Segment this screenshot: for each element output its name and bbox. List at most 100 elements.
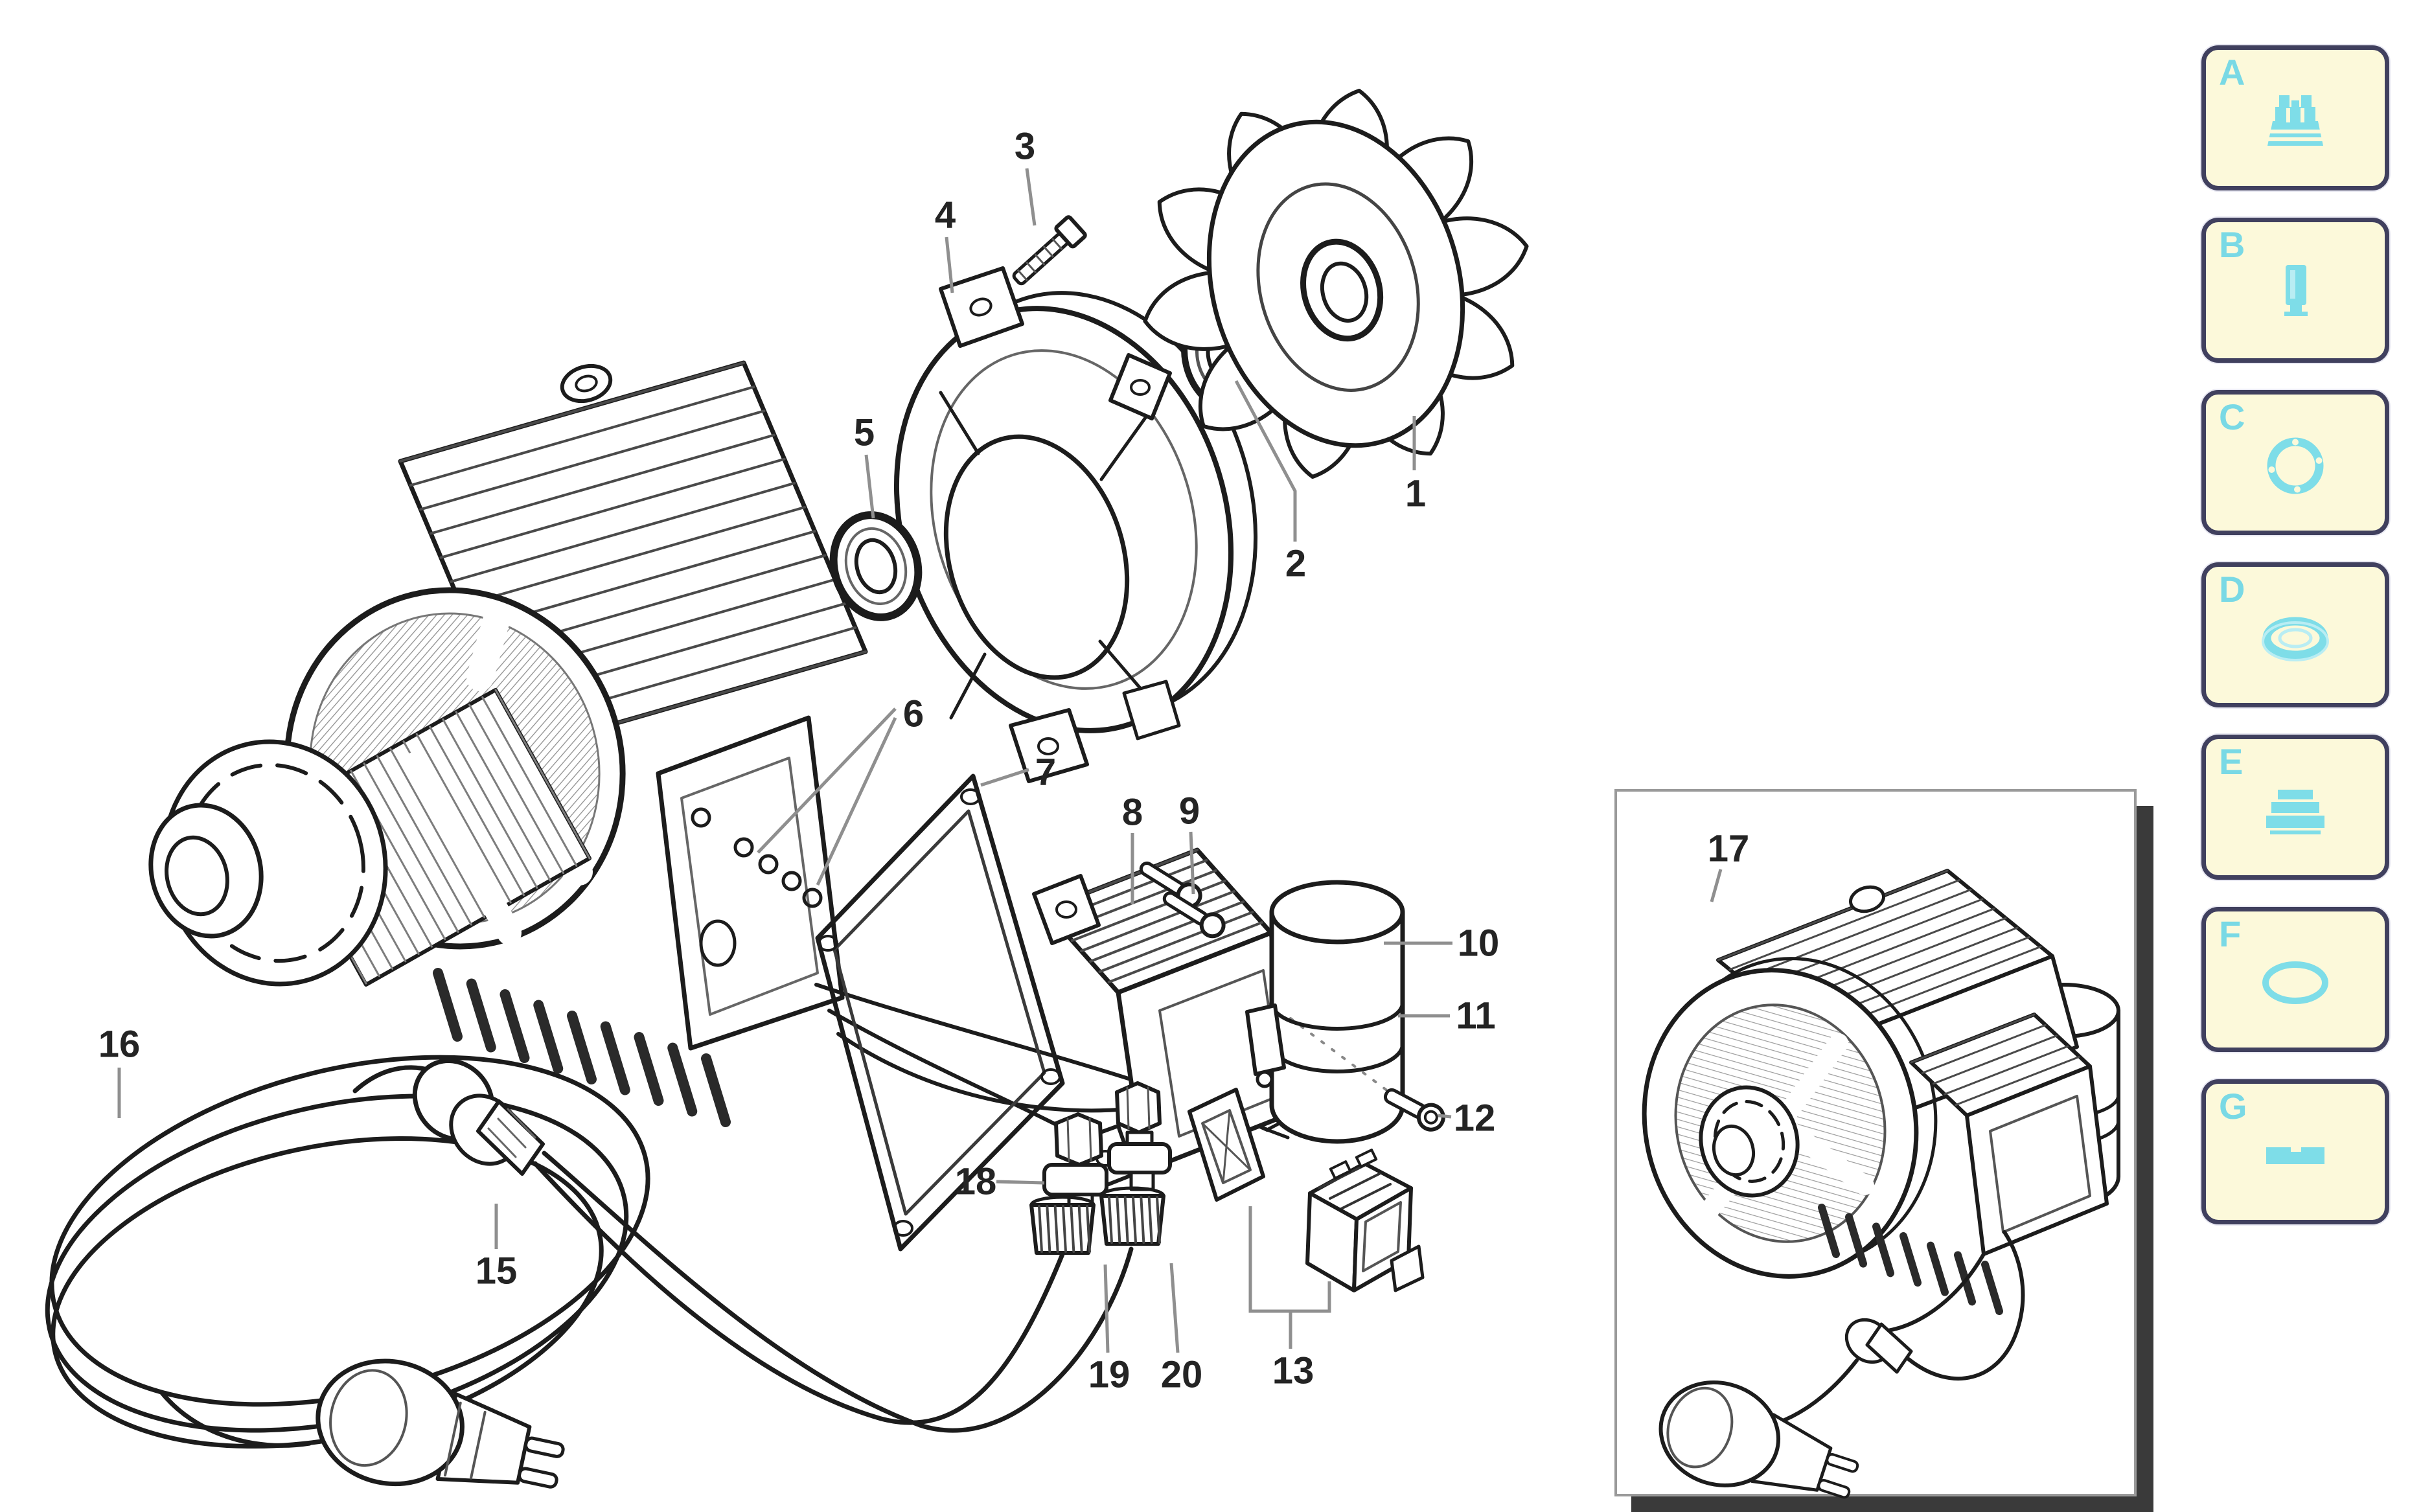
fin-line: [389, 748, 486, 919]
fin-line: [1116, 1196, 1121, 1244]
fin-line: [1955, 1056, 2080, 1106]
fin-line: [1098, 911, 1254, 973]
fin-line: [450, 481, 796, 583]
shroud-bolt: [1012, 215, 1087, 286]
fin-line: [634, 1032, 664, 1106]
fan-wheel: [1143, 89, 1529, 479]
sidebar-item-a[interactable]: A: [2201, 45, 2389, 190]
fin-line: [600, 1021, 630, 1095]
leader-line-part-12: [1438, 1114, 1452, 1119]
fin-line: [1932, 1035, 2058, 1085]
fin-line: [409, 385, 755, 487]
tile-letter: B: [2219, 224, 2245, 265]
fin-line: [1086, 1205, 1091, 1253]
part-label-10[interactable]: 10: [1458, 922, 1500, 965]
part-label-19[interactable]: 19: [1088, 1354, 1130, 1396]
fin-line: [363, 762, 459, 934]
capacitor-icon: [2284, 265, 2308, 317]
fin-line: [1107, 921, 1263, 983]
part-label-16[interactable]: 16: [98, 1024, 141, 1066]
part-label-13[interactable]: 13: [1272, 1350, 1314, 1392]
fin-line: [1070, 1205, 1075, 1253]
tile-letter: E: [2219, 741, 2244, 782]
part-label-1[interactable]: 1: [1405, 473, 1426, 515]
leader-line-part-17: [1710, 869, 1723, 902]
sidebar-item-g[interactable]: G: [2201, 1079, 2389, 1224]
fin-line: [567, 1011, 597, 1084]
fin-line: [1026, 261, 1037, 273]
bearing-icon: [2262, 617, 2329, 662]
part-label-3[interactable]: 3: [1015, 126, 1035, 168]
cord-to-gland: [352, 1065, 433, 1094]
fin-line: [430, 433, 775, 535]
part-label-17[interactable]: 17: [1708, 828, 1750, 870]
key-bar-icon: [2266, 1147, 2324, 1165]
bottom-fins: [433, 968, 731, 1127]
fin-line: [1089, 900, 1245, 963]
wires-to-fittings: [533, 1151, 1134, 1433]
sidebar-item-d[interactable]: D: [2201, 562, 2389, 707]
part-label-5[interactable]: 5: [854, 412, 875, 454]
fin-line: [1077, 1205, 1083, 1253]
fin-line: [415, 733, 512, 904]
part-label-4[interactable]: 4: [935, 194, 956, 236]
leader-line-part-7: [980, 768, 1029, 787]
bearing: [829, 511, 923, 621]
shroud-foot: [1122, 680, 1181, 740]
tile-letter: A: [2219, 52, 2245, 93]
terminal-screw: [733, 837, 754, 858]
fin-line: [1318, 1162, 1370, 1189]
fin-line: [1051, 238, 1062, 250]
fitting-collar: [1107, 1142, 1172, 1174]
part-label-7[interactable]: 7: [1035, 751, 1056, 794]
part-label-12[interactable]: 12: [1454, 1097, 1496, 1140]
tile-letter: F: [2219, 913, 2242, 954]
leader-line-part-20: [1169, 1263, 1180, 1353]
fin-line: [1062, 1205, 1067, 1253]
sidebar-item-e[interactable]: E: [2201, 735, 2389, 880]
fin-line: [1108, 1196, 1113, 1244]
leader-line-part-6: [757, 707, 897, 854]
fin-line: [1123, 1196, 1129, 1244]
fin-line: [1034, 253, 1046, 266]
fin-line: [667, 1042, 698, 1117]
assembled-motor-view: [1642, 869, 2120, 1499]
leader-line-part-3: [1025, 168, 1037, 226]
fitting-collar: [1042, 1163, 1108, 1197]
fin-line: [481, 696, 578, 867]
part-label-6[interactable]: 6: [903, 693, 924, 735]
capacitor: [1269, 880, 1405, 1144]
part-label-18[interactable]: 18: [955, 1161, 997, 1203]
part-label-20[interactable]: 20: [1161, 1354, 1203, 1396]
fin-line: [419, 409, 766, 511]
shroud-tab: [939, 266, 1024, 348]
fin-line: [1038, 1205, 1043, 1253]
box-ear: [1032, 874, 1101, 945]
plug-pin: [518, 1467, 558, 1489]
box-screws: [1139, 861, 1226, 939]
fin-line: [468, 704, 564, 875]
tile-letter: C: [2219, 396, 2245, 437]
mains-plug: [316, 1358, 565, 1489]
plug-pin: [524, 1436, 565, 1458]
fin-line: [1981, 1261, 2003, 1315]
fin-line: [1080, 890, 1235, 952]
part-label-9[interactable]: 9: [1179, 790, 1200, 832]
part-label-8[interactable]: 8: [1122, 792, 1143, 834]
fin-line: [1329, 1173, 1381, 1200]
part-label-11[interactable]: 11: [1456, 995, 1495, 1037]
shroud-tab: [1009, 708, 1089, 783]
leader-line-part-18: [996, 1180, 1045, 1185]
gasket-frame: [815, 773, 1065, 1252]
part-label-15[interactable]: 15: [476, 1250, 518, 1292]
sidebar-item-c[interactable]: C: [2201, 390, 2389, 535]
fin-line: [1132, 1196, 1137, 1244]
leader-line-part-13: [1248, 1206, 1292, 1349]
sidebar-item-f[interactable]: F: [2201, 907, 2389, 1052]
fin-line: [429, 726, 525, 897]
sidebar-item-b[interactable]: B: [2201, 218, 2389, 363]
part-label-2[interactable]: 2: [1285, 543, 1306, 585]
terminal-screw: [802, 888, 823, 908]
hose-fitting-right: [1099, 1081, 1172, 1246]
leader-line-part-5: [864, 454, 875, 519]
